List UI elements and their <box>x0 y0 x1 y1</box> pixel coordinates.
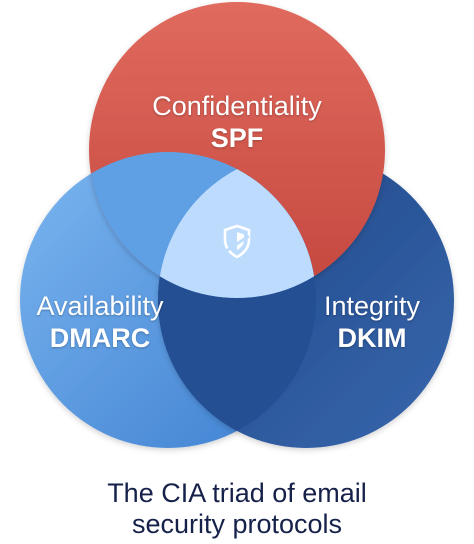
caption-line-2: security protocols <box>131 509 343 539</box>
confidentiality-title: Confidentiality <box>152 91 322 121</box>
dkim-protocol: DKIM <box>337 323 407 353</box>
availability-title: Availability <box>36 291 164 321</box>
dmarc-protocol: DMARC <box>49 323 151 353</box>
integrity-title: Integrity <box>323 291 421 321</box>
spf-protocol: SPF <box>210 123 264 153</box>
integrity-label: Integrity DKIM <box>292 290 452 354</box>
shield-icon <box>223 224 251 259</box>
caption-line-1: The CIA triad of email <box>107 478 367 508</box>
confidentiality-label: Confidentiality SPF <box>137 90 337 154</box>
center-overlap <box>158 152 316 298</box>
availability-label: Availability DMARC <box>20 290 180 354</box>
venn-diagram <box>20 2 454 448</box>
caption: The CIA triad of email security protocol… <box>0 478 474 540</box>
